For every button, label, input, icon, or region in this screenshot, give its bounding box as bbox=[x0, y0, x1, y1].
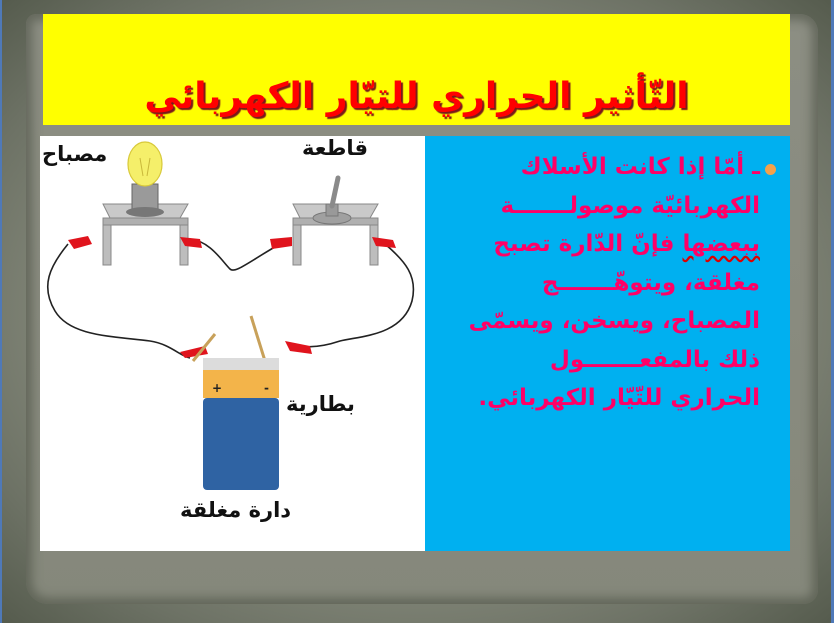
body-line: مغلقة، ويتوهّـــــــج bbox=[541, 269, 760, 296]
battery-label: بطارية bbox=[286, 392, 355, 416]
window-edge-left bbox=[0, 0, 2, 623]
window-edge-right bbox=[831, 0, 834, 623]
lamp-icon bbox=[102, 141, 189, 266]
closed-circuit-diagram: + - bbox=[46, 141, 415, 490]
body-line-rest: فإنّ الدّارة تصبح bbox=[493, 231, 675, 257]
slide-title: التّأثير الحراري للتيّار الكهربائي bbox=[144, 76, 689, 117]
diagram-caption: دارة مغلقة bbox=[180, 498, 292, 522]
underlined-word: ببعضها bbox=[682, 231, 761, 257]
body-line: الحراري للتّيّار الكهربائي. bbox=[478, 385, 760, 411]
body-line: المصباح، ويسخن، ويسمّى bbox=[468, 308, 760, 334]
battery-icon: + - bbox=[191, 315, 279, 490]
text-panel: ـ أمّا إذا كانت الأسلاك الكهربائيّة موصو… bbox=[425, 136, 790, 551]
switch-icon bbox=[292, 175, 379, 266]
body-line: ببعضها فإنّ الدّارة تصبح bbox=[440, 225, 760, 264]
negative-sign: - bbox=[264, 381, 269, 395]
body-line: ـ أمّا إذا كانت الأسلاك bbox=[520, 154, 760, 180]
alligator-clips-icon bbox=[68, 236, 396, 358]
circuit-diagram-panel: + - مصباح قاطعة بطارية دارة مغلقة bbox=[40, 136, 425, 551]
bullet-icon bbox=[765, 164, 776, 175]
body-paragraph: ـ أمّا إذا كانت الأسلاك الكهربائيّة موصو… bbox=[440, 148, 760, 418]
lamp-label: مصباح bbox=[42, 142, 108, 166]
body-line: ذلك بالمفعـــــــول bbox=[549, 346, 760, 373]
body-line: الكهربائيّة موصولـــــــة bbox=[500, 192, 760, 219]
title-box: التّأثير الحراري للتيّار الكهربائي bbox=[43, 14, 790, 125]
positive-sign: + bbox=[212, 381, 222, 395]
switch-label: قاطعة bbox=[302, 136, 369, 160]
